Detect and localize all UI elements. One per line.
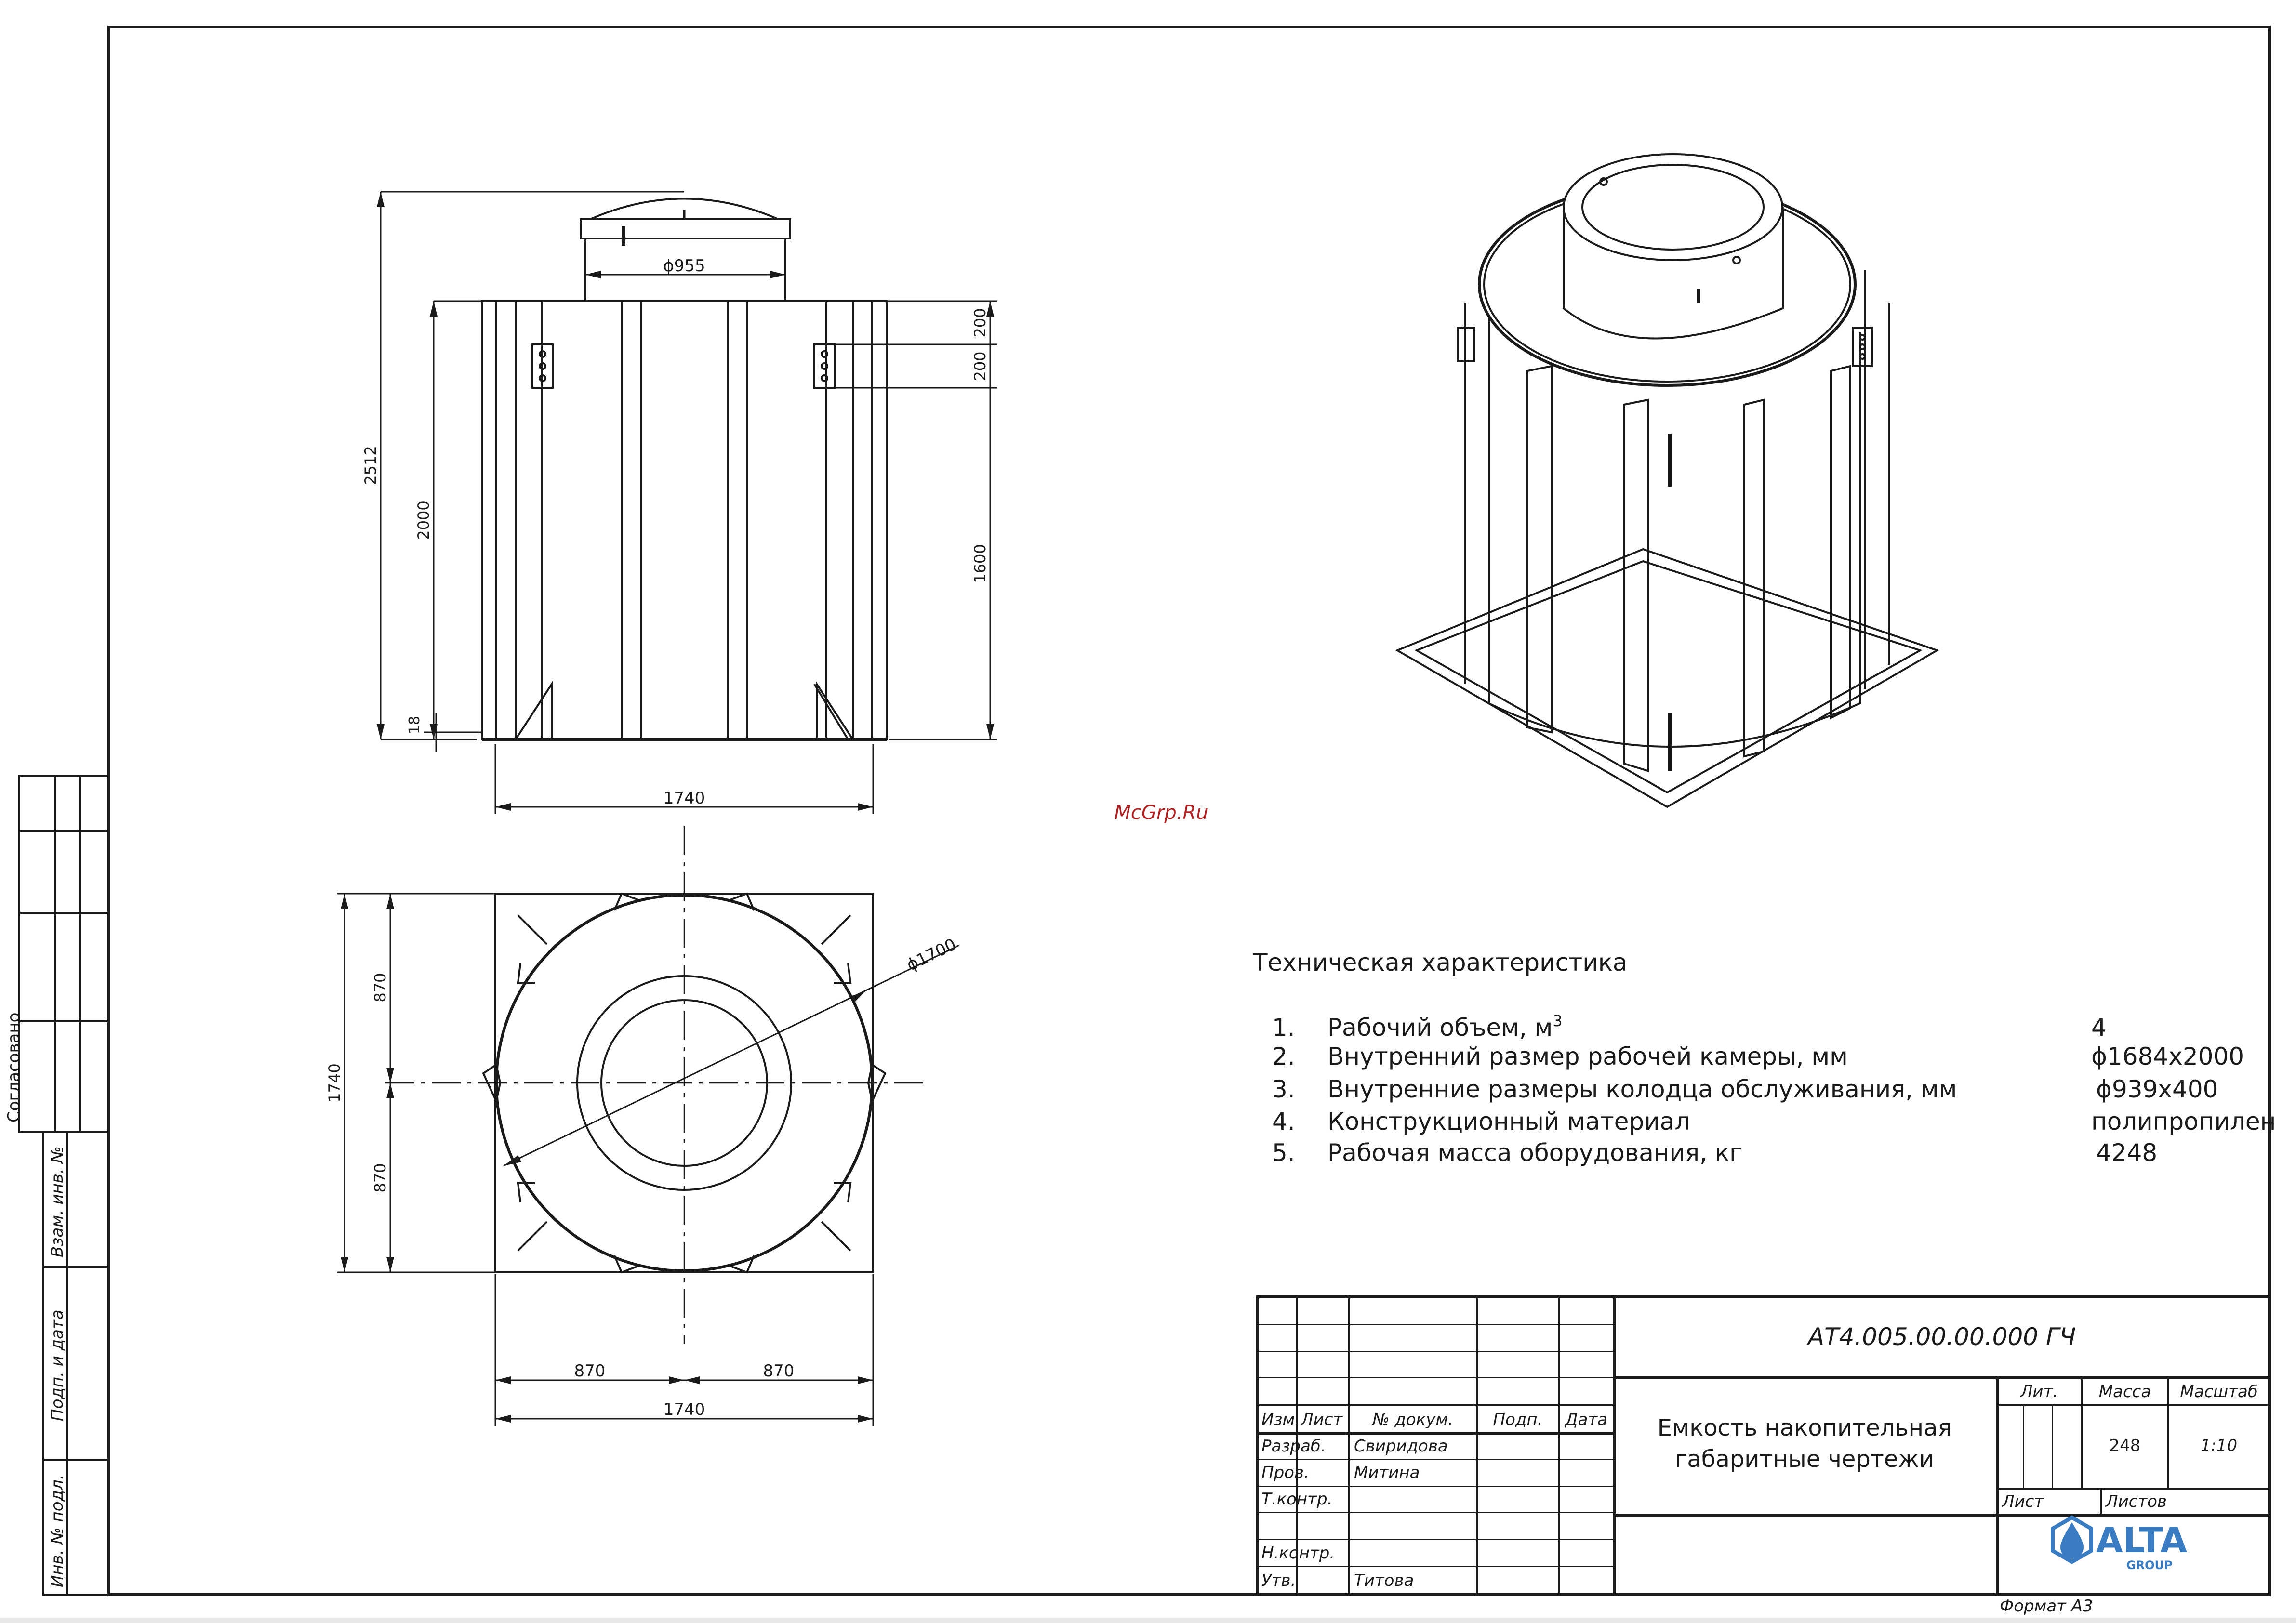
spec-2-name: Внутренний размер рабочей камеры, мм	[1327, 1042, 1848, 1070]
header-izm: Изм.	[1261, 1410, 1300, 1429]
label-listov: Листов	[2105, 1492, 2167, 1511]
side-stamp	[18, 775, 110, 1596]
product-name-line1: Емкость накопительная	[1658, 1414, 1952, 1441]
header-list: Лист	[1300, 1410, 1343, 1429]
dim-870-vertical-top: 870	[371, 973, 389, 1002]
dim-200-second: 200	[971, 351, 989, 381]
doc-code: АТ4.005.00.00.000 ГЧ	[1806, 1323, 2076, 1351]
top-dimension-arrows	[341, 894, 873, 1423]
spec-4-name: Конструкционный материал	[1327, 1108, 1690, 1135]
name-prov: Митина	[1354, 1463, 1420, 1482]
title-block	[1256, 1295, 2271, 1596]
spec-4-value: полипропилен	[2091, 1108, 2276, 1135]
header-podp: Подп.	[1493, 1410, 1543, 1429]
dim-1600: 1600	[971, 544, 989, 583]
spec-4-num: 4.	[1272, 1108, 1295, 1135]
spec-3-value: ϕ939х400	[2096, 1075, 2218, 1103]
spec-2-value: ϕ1684х2000	[2091, 1042, 2244, 1070]
spec-3-num: 3.	[1272, 1075, 1295, 1103]
dim-1740-front: 1740	[664, 789, 705, 808]
title-block-text: АТ4.005.00.00.000 ГЧ Емкость накопительн…	[1261, 1323, 2258, 1616]
front-dimension-arrows	[377, 192, 994, 811]
isometric-view	[1395, 153, 1939, 808]
label-list: Лист	[2001, 1492, 2044, 1511]
front-view	[481, 198, 888, 741]
side-stamp-soglasovano: Согласовано	[4, 1013, 24, 1122]
specs-title: Техническая характеристика	[1252, 949, 1628, 976]
label-lit: Лит.	[2019, 1382, 2058, 1401]
row-nkontr: Н.контр.	[1261, 1544, 1335, 1563]
top-view-centerlines	[385, 826, 930, 1344]
label-massa: Масса	[2099, 1382, 2151, 1401]
dim-870-horizontal-right: 870	[763, 1361, 795, 1381]
dim-18: 18	[406, 716, 423, 734]
dim-2000: 2000	[414, 501, 433, 540]
spec-3-name: Внутренние размеры колодца обслуживания,…	[1327, 1075, 1957, 1103]
dim-1740-bottom: 1740	[664, 1400, 705, 1419]
side-stamp-podp-data: Подп. и дата	[48, 1309, 67, 1421]
dim-955: ϕ955	[663, 256, 705, 276]
spec-5-value: 4248	[2096, 1139, 2157, 1167]
side-stamp-vzam: Взам. инв. №	[48, 1146, 67, 1257]
alta-logo-drop-icon	[2060, 1522, 2084, 1559]
front-dimensions	[380, 191, 997, 814]
header-ndoc: № докум.	[1371, 1410, 1453, 1429]
row-tkontr: Т.контр.	[1261, 1490, 1332, 1509]
spec-1-num: 1.	[1272, 1014, 1295, 1042]
alta-logo: ALTA GROUP	[2051, 1515, 2187, 1572]
dim-1740-vertical: 1740	[325, 1063, 344, 1102]
massa-value: 248	[2110, 1436, 2141, 1455]
row-prov: Пров.	[1261, 1463, 1309, 1482]
name-razrab: Свиридова	[1354, 1437, 1448, 1456]
side-stamp-inv-podl: Инв. № подл.	[48, 1474, 67, 1587]
row-utv: Утв.	[1261, 1571, 1296, 1590]
product-name-line2: габаритные чертежи	[1675, 1446, 1934, 1473]
format-label: Формат А3	[2000, 1597, 2093, 1616]
dim-2512: 2512	[361, 446, 380, 485]
spec-2-num: 2.	[1272, 1042, 1295, 1070]
dim-870-horizontal-left: 870	[574, 1361, 606, 1381]
header-data: Дата	[1564, 1410, 1607, 1429]
spec-1-value: 4	[2091, 1014, 2107, 1042]
row-razrab: Разраб.	[1261, 1437, 1326, 1456]
name-utv: Титова	[1354, 1571, 1414, 1590]
alta-logo-hexagon-icon	[2051, 1515, 2093, 1564]
label-masshtab: Масштаб	[2180, 1382, 2258, 1401]
dim-200-top: 200	[971, 308, 989, 337]
scale-value: 1:10	[2201, 1436, 2237, 1455]
spec-1-name: Рабочий объем, м3	[1327, 1012, 1563, 1042]
alta-logo-sub: GROUP	[2126, 1558, 2173, 1572]
specs-list: 1. Рабочий объем, м3 4 2. Внутренний раз…	[1272, 1012, 2276, 1167]
watermark: McGrp.Ru	[1114, 802, 1208, 824]
spec-5-num: 5.	[1272, 1139, 1295, 1167]
spec-1-sup: 3	[1553, 1012, 1562, 1030]
spec-5-name: Рабочая масса оборудования, кг	[1327, 1139, 1742, 1167]
alta-logo-text: ALTA	[2096, 1520, 2187, 1560]
dim-870-vertical-bottom: 870	[371, 1163, 389, 1192]
